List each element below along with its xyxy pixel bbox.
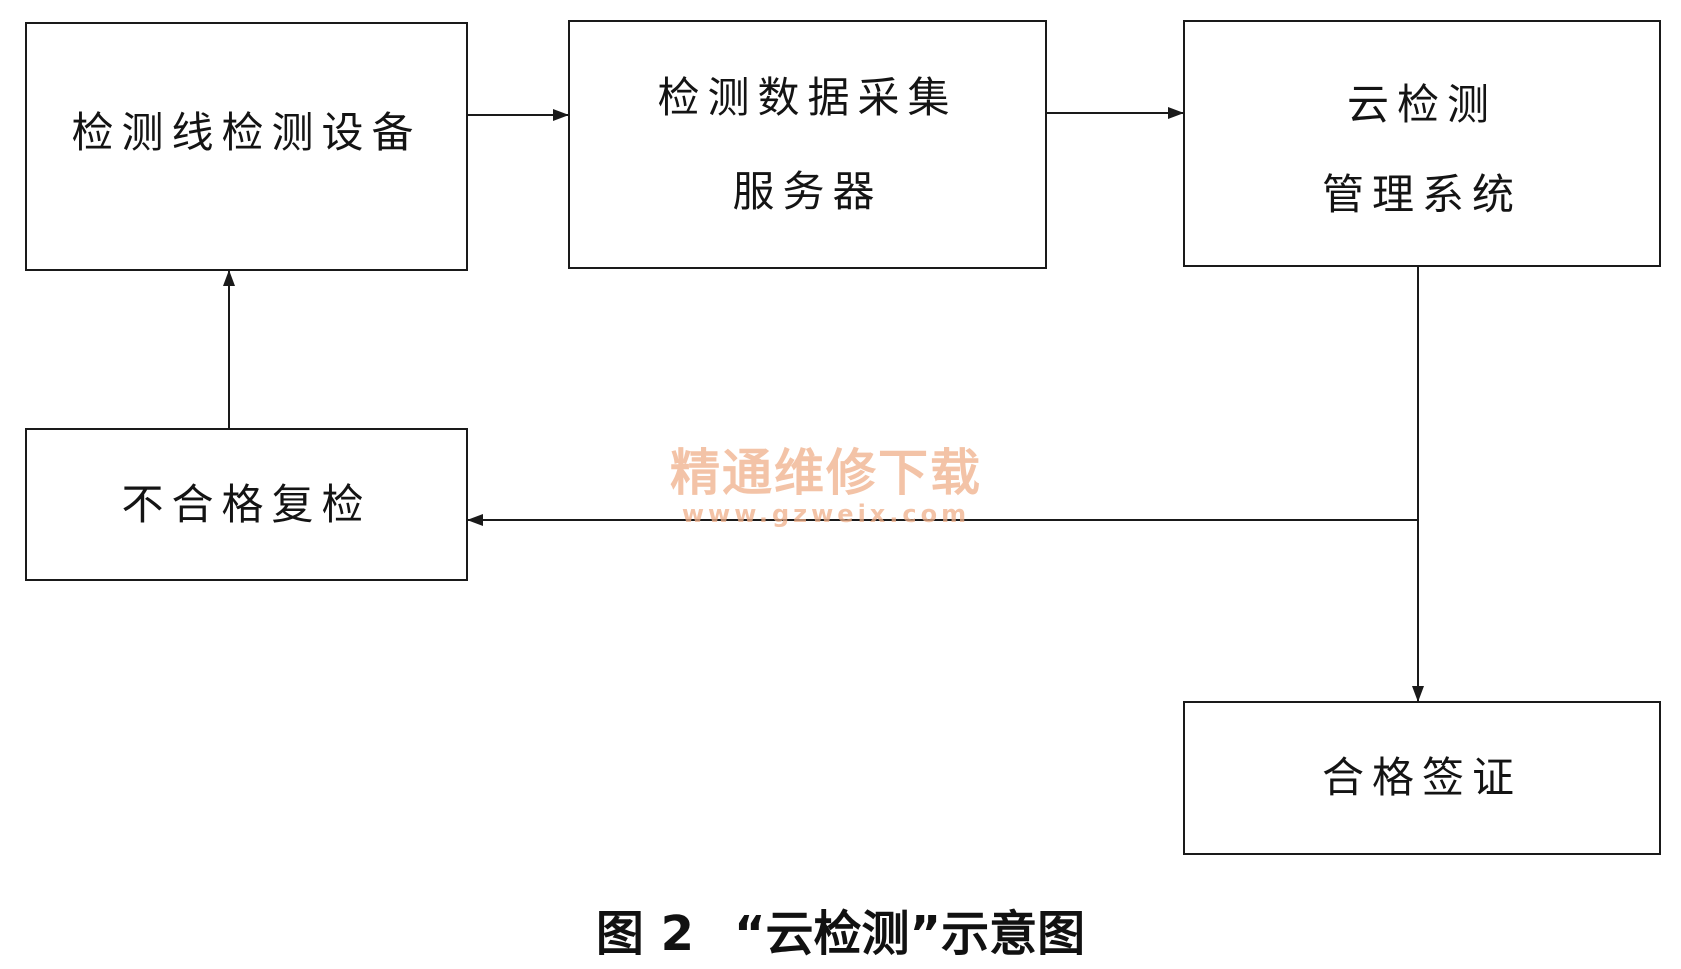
node-label-line-1: 检测数据采集: [657, 73, 958, 122]
node-label-line-2: 服务器: [732, 167, 883, 216]
node-inspection-equipment: 检测线检测设备: [25, 22, 468, 271]
node-cloud-system: 云检测 管理系统: [1183, 20, 1661, 267]
figure-number: 图 2: [595, 906, 694, 962]
node-label: 不合格复检: [121, 479, 372, 529]
node-label-line-2: 管理系统: [1321, 170, 1522, 219]
node-recheck: 不合格复检: [25, 428, 468, 581]
figure-caption: 图 2“云检测”示意图: [0, 910, 1681, 958]
node-certification: 合格签证: [1183, 701, 1661, 855]
node-label-line-1: 云检测: [1346, 80, 1497, 129]
node-label: 检测线检测设备: [71, 107, 422, 157]
node-label: 合格签证: [1321, 753, 1522, 802]
node-data-server: 检测数据采集 服务器: [568, 20, 1047, 269]
figure-title: “云检测”示意图: [734, 906, 1086, 962]
